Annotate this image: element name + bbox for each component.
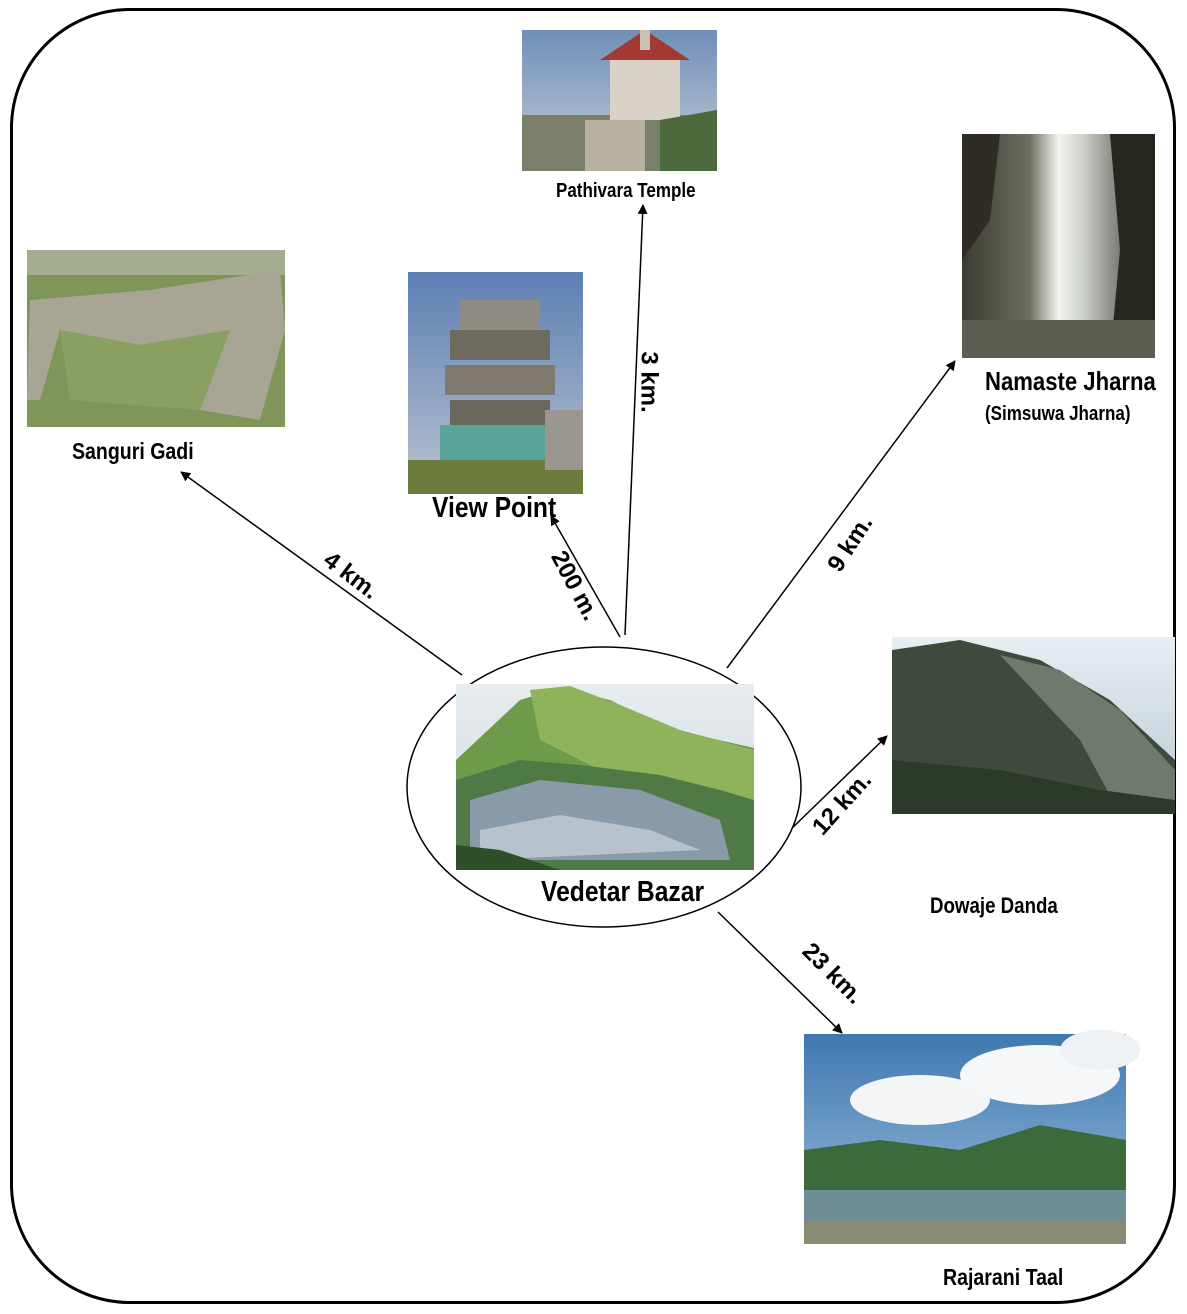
arrow-to-sanguri-gadi	[180, 471, 463, 676]
simsuwa-jharna-label: (Simsuwa Jharna)	[985, 403, 1131, 425]
arrow-to-namaste-jharna	[726, 360, 956, 669]
sanguri-gadi-photo	[27, 250, 285, 427]
view-point-label: View Point	[432, 492, 557, 524]
arrow-to-view-point	[550, 515, 621, 638]
rajarani-taal-photo	[804, 1030, 1140, 1244]
arrow-to-rajarani-taal	[717, 911, 843, 1034]
namaste-jharna-photo	[962, 134, 1155, 358]
view-point-photo	[408, 272, 583, 494]
vedetar-bazar-photo	[456, 684, 754, 870]
rajarani-taal-label: Rajarani Taal	[943, 1264, 1064, 1290]
pathivara-temple-label: Pathivara Temple	[556, 180, 696, 202]
dowaje-danda-label: Dowaje Danda	[930, 893, 1058, 918]
arrow-to-pathivara-temple	[624, 204, 648, 636]
pathivara-temple-photo	[522, 30, 717, 171]
distance-pathivara: 3 km.	[635, 351, 663, 413]
sanguri-gadi-label: Sanguri Gadi	[72, 438, 194, 464]
vedetar-bazar-label: Vedetar Bazar	[541, 876, 705, 908]
dowaje-danda-photo	[892, 637, 1175, 814]
namaste-jharna-label: Namaste Jharna	[985, 366, 1156, 396]
arrow-to-dowaje-danda	[786, 735, 888, 834]
